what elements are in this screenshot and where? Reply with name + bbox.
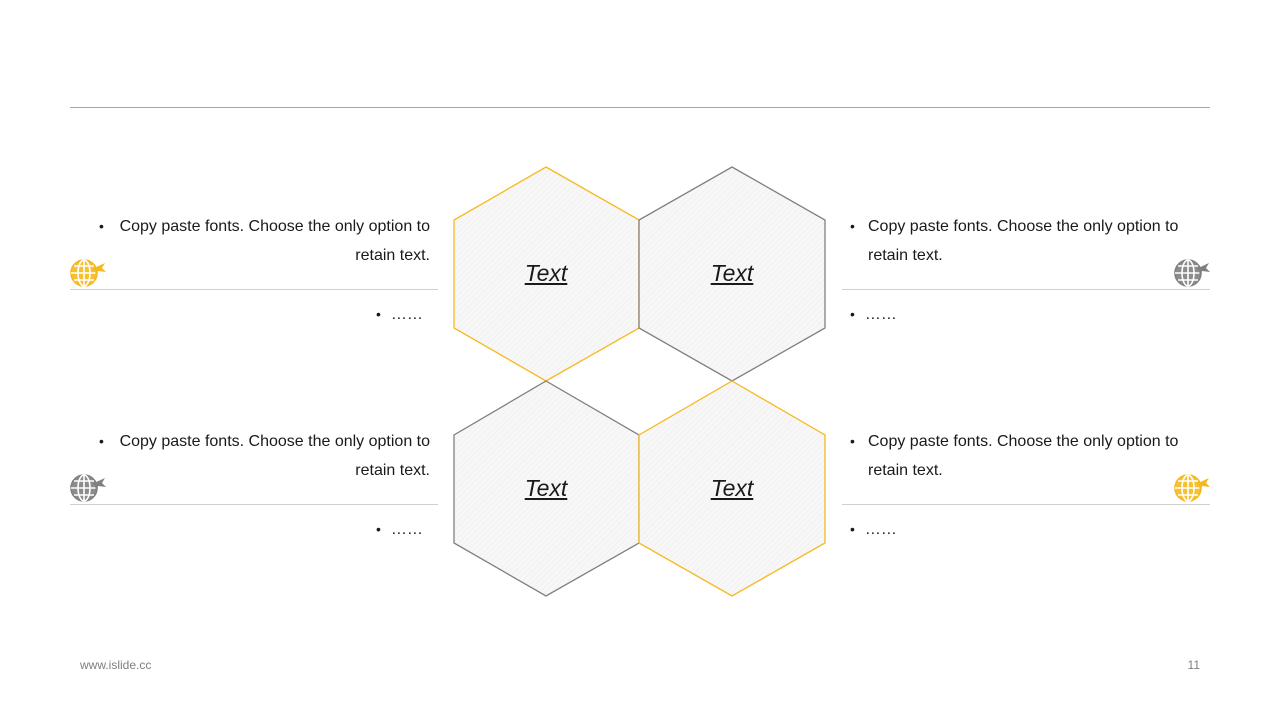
bullet-text: Copy paste fonts. Choose the only option… xyxy=(842,212,1202,270)
block-divider xyxy=(70,289,438,290)
page-number: 11 xyxy=(1187,658,1200,672)
footer-url: www.islide.cc xyxy=(80,658,152,672)
sub-bullet: •…… xyxy=(850,306,897,323)
hexagon-label-bottom-left: Text xyxy=(524,475,568,501)
hexagon-bottom-right xyxy=(638,380,826,597)
globe-plane-icon xyxy=(1174,259,1210,287)
sub-bullet: •…… xyxy=(376,521,423,538)
block-divider xyxy=(70,504,438,505)
bullet-text: Copy paste fonts. Choose the only option… xyxy=(70,427,430,485)
hexagon-label-top-left: Text xyxy=(524,260,568,286)
text-block-top-left: Copy paste fonts. Choose the only option… xyxy=(70,212,430,270)
hexagon-label-bottom-right: Text xyxy=(710,475,754,501)
text-block-top-right: Copy paste fonts. Choose the only option… xyxy=(842,212,1202,270)
globe-plane-icon xyxy=(70,474,106,502)
bullet-text: Copy paste fonts. Choose the only option… xyxy=(842,427,1202,485)
globe-plane-icon xyxy=(70,259,106,287)
text-block-bottom-left: Copy paste fonts. Choose the only option… xyxy=(70,427,430,485)
block-divider xyxy=(842,289,1210,290)
hexagon-label-top-right: Text xyxy=(710,260,754,286)
sub-bullet: •…… xyxy=(376,306,423,323)
block-divider xyxy=(842,504,1210,505)
header-rule xyxy=(70,107,1210,108)
bullet-text: Copy paste fonts. Choose the only option… xyxy=(70,212,430,270)
sub-bullet: •…… xyxy=(850,521,897,538)
text-block-bottom-right: Copy paste fonts. Choose the only option… xyxy=(842,427,1202,485)
globe-plane-icon xyxy=(1174,474,1210,502)
